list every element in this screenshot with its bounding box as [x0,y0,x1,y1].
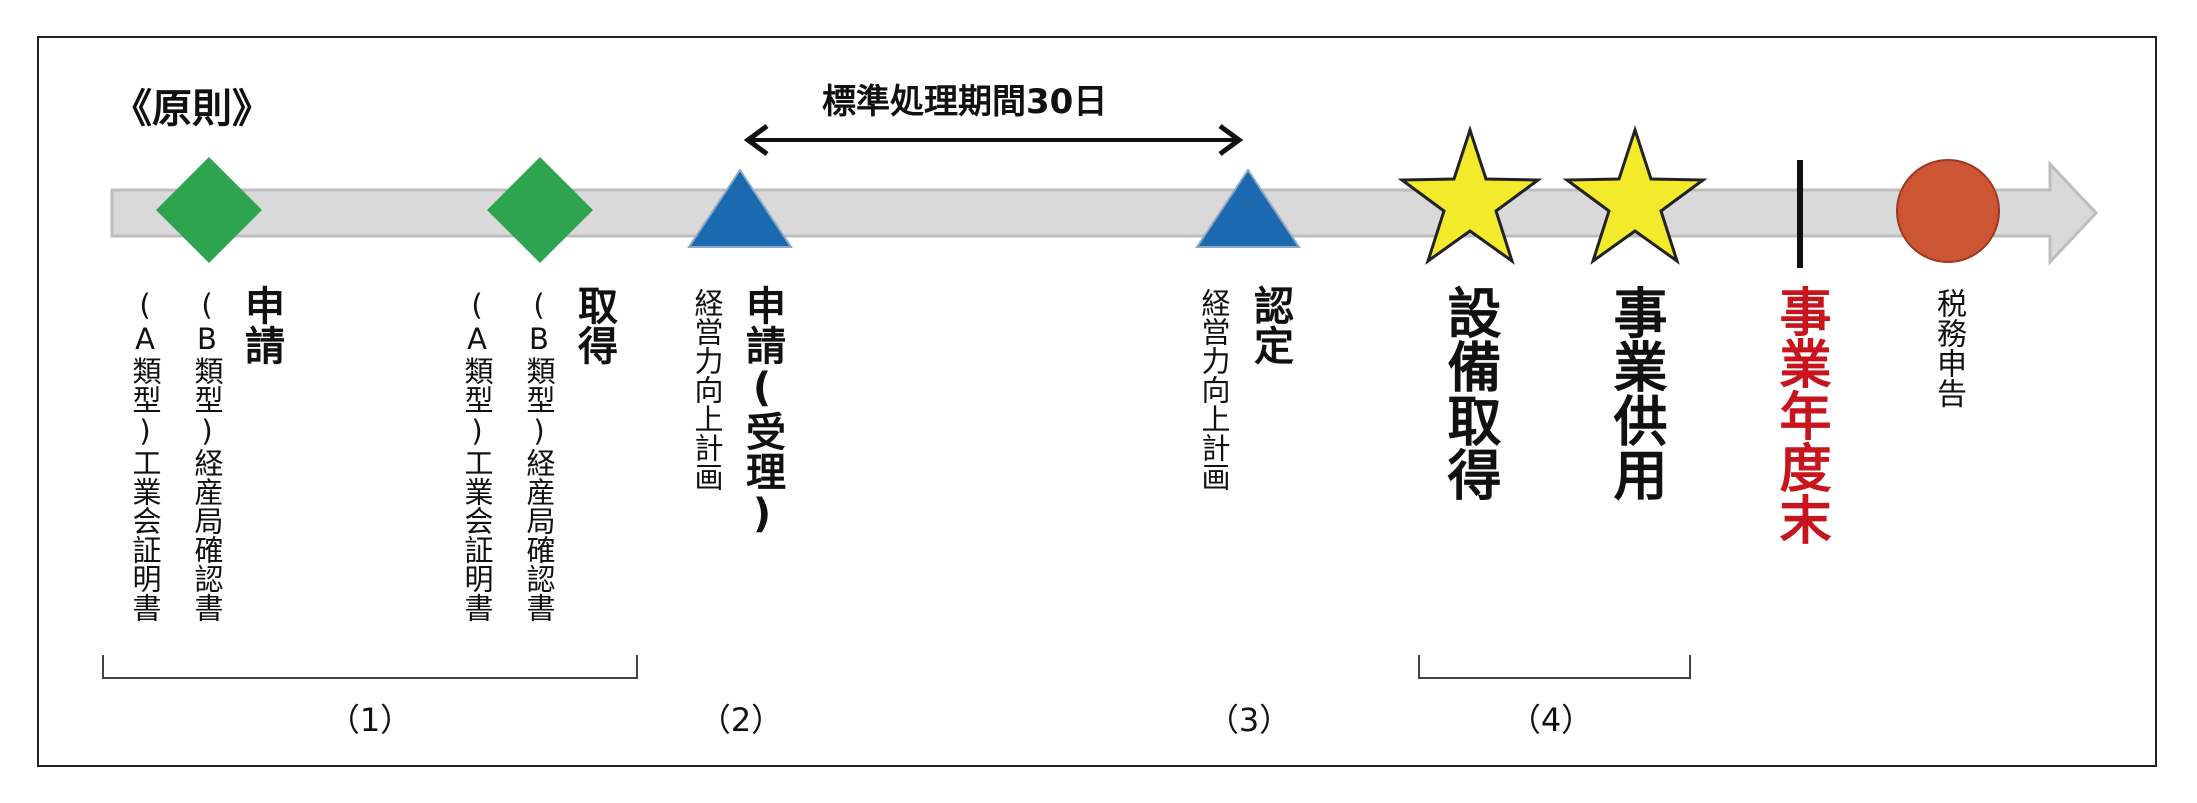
equipment-acquisition-label: 設備取得 [1438,285,1501,501]
diamond-icon [156,157,262,263]
tax-filing-circle [1896,159,2000,263]
bracket-1 [102,655,638,679]
step1-acquire-b-line: (B類型)経産局確認書 [522,288,556,622]
page-title: 《原則》 [112,86,272,132]
step3-plan-label: 経営力向上計画 [1197,288,1231,491]
fiscal-year-end-label: 事業年度末 [1770,285,1830,545]
step-number-1: （1） [327,701,413,739]
triangle-icon [1195,168,1301,248]
star-icon [1397,125,1543,265]
step1-acquire-a-line: (A類型)工業会証明書 [460,288,494,622]
step3-title: 認定 [1247,285,1293,365]
triangle-icon [687,168,793,248]
step-number-3: （3） [1206,701,1292,739]
step2-plan-label: 経営力向上計画 [690,288,724,491]
business-use-label: 事業供用 [1604,285,1667,501]
period-arrow-left-head [743,123,769,157]
period-label: 標準処理期間30日 [822,82,1108,122]
period-arrow-right-head [1218,123,1244,157]
star-icon [1562,125,1708,265]
step-number-4: （4） [1508,701,1594,739]
tax-filing-label: 税務申告 [1931,288,1966,408]
bracket-4 [1418,655,1691,679]
step1-apply-b-line: (B類型)経産局確認書 [190,288,224,622]
step2-title: 申請(受理) [739,285,785,537]
diagram-frame [37,36,2157,767]
diamond-icon [487,157,593,263]
step1-apply-a-line: (A類型)工業会証明書 [128,288,162,622]
step1-apply-title: 申請 [238,285,284,365]
step1-acquire-title: 取得 [571,285,617,365]
step-number-2: （2） [698,701,784,739]
timeline-arrow [110,160,2099,266]
